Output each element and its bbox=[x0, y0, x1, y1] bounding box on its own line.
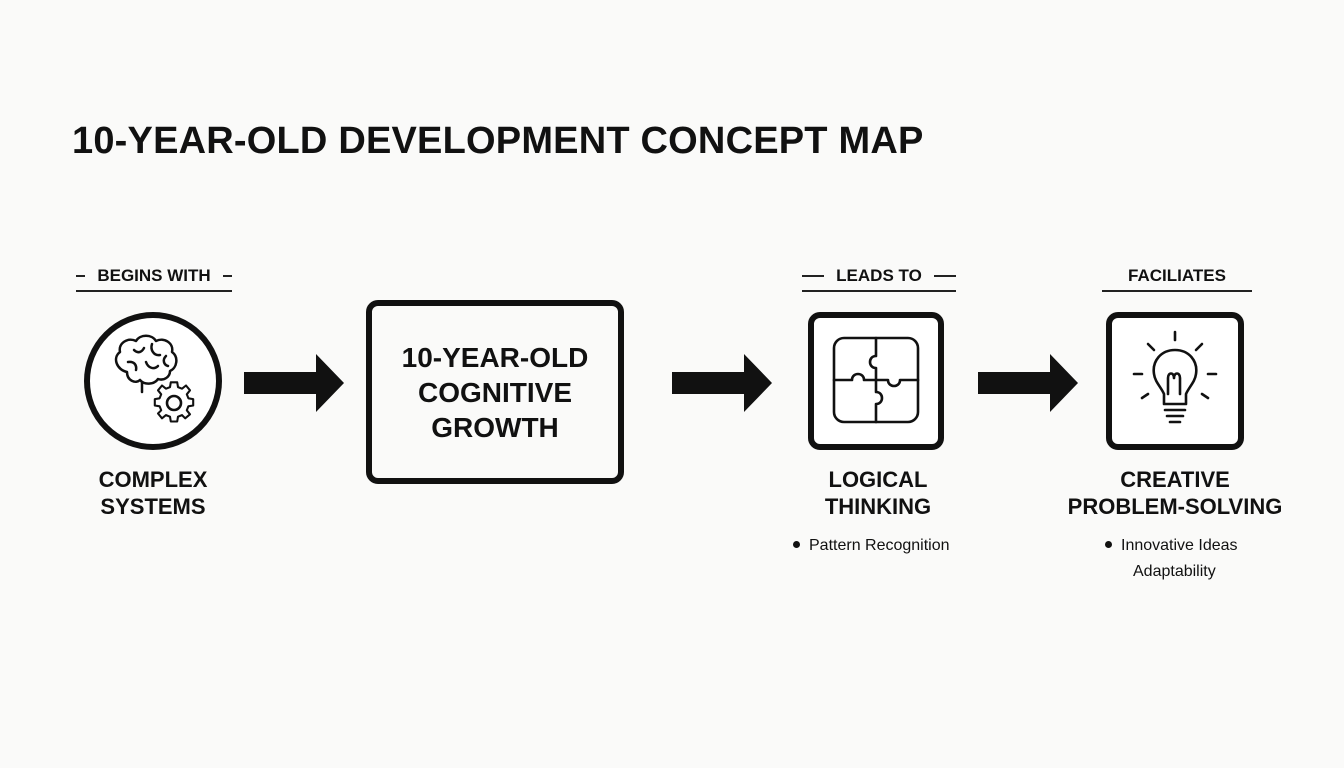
node-label-logical-thinking: LOGICAL THINKING bbox=[776, 466, 980, 520]
bullet-item: Innovative Ideas bbox=[1105, 533, 1238, 559]
node-header-leads-to: LEADS TO bbox=[802, 262, 956, 292]
puzzle-icon bbox=[808, 312, 944, 450]
label-line: LOGICAL bbox=[828, 467, 928, 492]
center-line: 10-YEAR-OLD bbox=[401, 341, 589, 373]
label-line: COMPLEX bbox=[98, 467, 208, 492]
center-line: GROWTH bbox=[431, 411, 559, 443]
brain-gear-icon bbox=[84, 312, 222, 450]
label-line: SYSTEMS bbox=[100, 494, 206, 519]
bullet-text: Adaptability bbox=[1133, 563, 1216, 580]
header-dash bbox=[802, 275, 825, 277]
node-header-faciliates: FACILIATES bbox=[1102, 262, 1252, 292]
arrow-right-icon bbox=[672, 354, 772, 412]
node-header-begins-with: BEGINS WITH bbox=[76, 262, 232, 292]
bullet-list-logical-thinking: Pattern Recognition bbox=[793, 533, 950, 559]
arrow-right-icon bbox=[244, 354, 344, 412]
bullet-text: Innovative Ideas bbox=[1121, 537, 1238, 554]
label-line: CREATIVE bbox=[1120, 467, 1230, 492]
header-label: LEADS TO bbox=[836, 266, 922, 285]
header-dash bbox=[933, 275, 956, 277]
header-dash bbox=[222, 275, 232, 277]
node-label-creative-problem-solving: CREATIVE PROBLEM-SOLVING bbox=[1062, 466, 1288, 520]
node-label-complex-systems: COMPLEX SYSTEMS bbox=[60, 466, 246, 520]
bullet-text: Pattern Recognition bbox=[809, 537, 950, 554]
arrow-right-icon bbox=[978, 354, 1078, 412]
label-line: THINKING bbox=[824, 494, 932, 519]
bullet-dot bbox=[793, 541, 800, 548]
bullet-item: Pattern Recognition bbox=[793, 533, 950, 559]
label-line: PROBLEM-SOLVING bbox=[1067, 494, 1283, 519]
header-dash bbox=[76, 275, 86, 277]
bullet-list-creative-problem-solving: Innovative Ideas Adaptability bbox=[1105, 533, 1238, 585]
central-concept-box: 10-YEAR-OLD COGNITIVE GROWTH bbox=[366, 300, 624, 484]
bullet-dot bbox=[1105, 541, 1112, 548]
page-title: 10-YEAR-OLD DEVELOPMENT CONCEPT MAP bbox=[72, 120, 924, 162]
center-line: COGNITIVE bbox=[417, 376, 572, 408]
bullet-item: Adaptability bbox=[1105, 559, 1238, 585]
header-label: FACILIATES bbox=[1128, 266, 1226, 285]
lightbulb-icon bbox=[1106, 312, 1244, 450]
header-label: BEGINS WITH bbox=[97, 266, 211, 285]
